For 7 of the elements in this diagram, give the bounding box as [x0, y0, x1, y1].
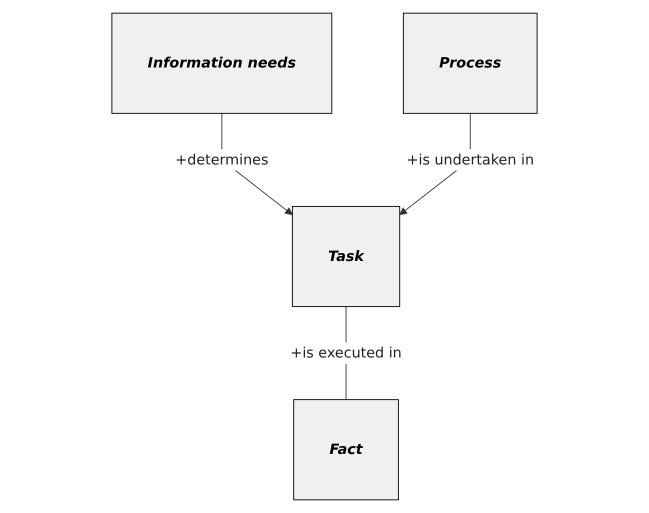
node-box: Task [292, 206, 400, 308]
edge-label: +is executed in [290, 344, 402, 362]
edge-label: +is undertaken in [406, 150, 534, 168]
node-box: Fact [293, 399, 399, 500]
node-box: Process [402, 12, 538, 114]
edge-label: +determines [175, 150, 268, 168]
node-box: Information needs [111, 12, 332, 114]
